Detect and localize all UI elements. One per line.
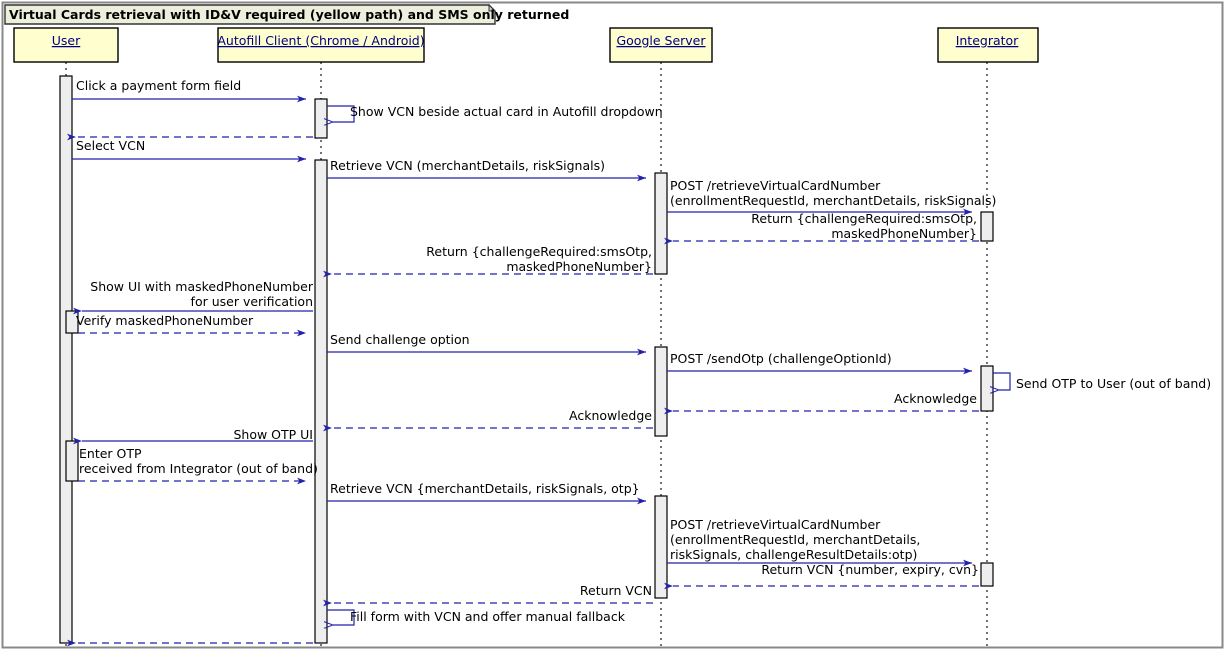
message-return-vcn-details[interactable]: Return VCN {number, expiry, cvn} xyxy=(664,562,979,590)
message-label: Retrieve VCN {merchantDetails, riskSigna… xyxy=(330,481,640,496)
message-acknowledge-2[interactable]: Acknowledge xyxy=(323,408,653,432)
message-send-otp-to-user[interactable]: Send OTP to User (out of band) xyxy=(993,372,1211,391)
activation-google-1 xyxy=(654,172,668,275)
message-label: Show UI with maskedPhoneNumber xyxy=(90,279,314,294)
participant-autofill-label: Autofill Client (Chrome / Android) xyxy=(217,33,424,48)
activation-user-verify xyxy=(65,310,79,334)
activation-integrator-3 xyxy=(980,562,994,587)
message-return-challenge-required-2[interactable]: Return {challengeRequired:smsOtp, masked… xyxy=(323,244,653,278)
message-acknowledge-1[interactable]: Acknowledge xyxy=(664,391,979,415)
message-label: maskedPhoneNumber} xyxy=(831,226,977,241)
message-label: (enrollmentRequestId, merchantDetails, xyxy=(670,532,920,547)
participant-user[interactable]: User xyxy=(13,27,119,63)
activation-integrator-1 xyxy=(980,211,994,242)
participant-integrator-label: Integrator xyxy=(956,33,1019,48)
message-label: POST /sendOtp (challengeOptionId) xyxy=(670,351,892,366)
message-show-otp-ui[interactable]: Show OTP UI xyxy=(73,427,313,445)
message-send-challenge-option[interactable]: Send challenge option xyxy=(327,332,646,356)
message-click-payment-form-field[interactable]: Click a payment form field xyxy=(72,78,306,103)
message-label: Return VCN {number, expiry, cvn} xyxy=(761,562,979,577)
activation-autofill-1 xyxy=(314,98,328,139)
message-show-ui-masked-phone[interactable]: Show UI with maskedPhoneNumber for user … xyxy=(73,279,314,315)
diagram-title-tab: Virtual Cards retrieval with ID&V requir… xyxy=(4,3,569,25)
activation-user xyxy=(59,75,73,644)
activation-user-otp xyxy=(65,440,79,482)
message-post-retrieve-vcn-2[interactable]: POST /retrieveVirtualCardNumber (enrollm… xyxy=(667,517,972,567)
activation-google-3 xyxy=(654,495,668,599)
message-label: Enter OTP xyxy=(79,446,142,461)
message-label: received from Integrator (out of band) xyxy=(79,461,318,476)
message-return-vcn[interactable]: Return VCN xyxy=(323,583,653,607)
message-show-vcn-in-dropdown[interactable]: Show VCN beside actual card in Autofill … xyxy=(327,104,663,122)
page-title: Virtual Cards retrieval with ID&V requir… xyxy=(9,7,569,22)
message-label: Select VCN xyxy=(76,138,145,153)
activation-integrator-2 xyxy=(980,365,994,412)
message-label: for user verification xyxy=(191,294,313,309)
message-post-send-otp[interactable]: POST /sendOtp (challengeOptionId) xyxy=(667,351,972,375)
message-label: Send challenge option xyxy=(330,332,470,347)
message-enter-otp[interactable]: Enter OTP received from Integrator (out … xyxy=(78,446,318,485)
message-verify-masked-phone[interactable]: Verify maskedPhoneNumber xyxy=(76,313,306,337)
message-retrieve-vcn-1[interactable]: Retrieve VCN (merchantDetails, riskSigna… xyxy=(327,158,646,182)
message-label: Retrieve VCN (merchantDetails, riskSigna… xyxy=(330,158,605,173)
message-label: riskSignals, challengeResultDetails:otp) xyxy=(670,547,917,562)
message-label: Show VCN beside actual card in Autofill … xyxy=(350,104,663,119)
message-select-vcn[interactable]: Select VCN xyxy=(72,138,306,163)
participant-integrator[interactable]: Integrator xyxy=(937,27,1039,63)
message-label: maskedPhoneNumber} xyxy=(506,259,652,274)
message-label: POST /retrieveVirtualCardNumber xyxy=(670,178,881,193)
message-label: POST /retrieveVirtualCardNumber xyxy=(670,517,881,532)
message-label: Show OTP UI xyxy=(233,427,313,442)
activation-bars xyxy=(59,75,994,644)
activation-google-2 xyxy=(654,346,668,437)
message-label: Return {challengeRequired:smsOtp, xyxy=(751,211,977,226)
message-label: Return VCN xyxy=(580,583,652,598)
participant-user-label: User xyxy=(52,33,81,48)
message-return-challenge-required-1[interactable]: Return {challengeRequired:smsOtp, masked… xyxy=(664,211,979,245)
message-label: Return {challengeRequired:smsOtp, xyxy=(426,244,652,259)
participant-google-label: Google Server xyxy=(616,33,706,48)
message-label: (enrollmentRequestId, merchantDetails, r… xyxy=(670,193,996,208)
message-label: Send OTP to User (out of band) xyxy=(1016,376,1211,391)
message-label: Verify maskedPhoneNumber xyxy=(76,313,254,328)
message-label: Fill form with VCN and offer manual fall… xyxy=(350,609,626,624)
message-label: Acknowledge xyxy=(569,408,652,423)
participant-autofill-client[interactable]: Autofill Client (Chrome / Android) xyxy=(217,27,425,63)
message-retrieve-vcn-2[interactable]: Retrieve VCN {merchantDetails, riskSigna… xyxy=(327,481,646,505)
participant-google-server[interactable]: Google Server xyxy=(609,27,713,63)
message-label: Click a payment form field xyxy=(76,78,241,93)
message-post-retrieve-vcn-1[interactable]: POST /retrieveVirtualCardNumber (enrollm… xyxy=(667,178,996,216)
message-fill-form-with-vcn[interactable]: Fill form with VCN and offer manual fall… xyxy=(327,609,626,625)
activation-autofill-2 xyxy=(314,159,328,644)
message-label: Acknowledge xyxy=(894,391,977,406)
